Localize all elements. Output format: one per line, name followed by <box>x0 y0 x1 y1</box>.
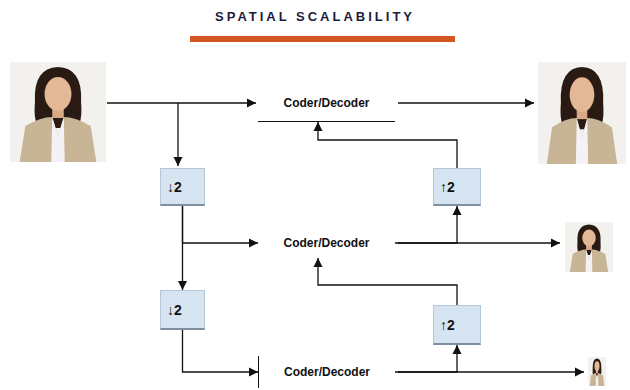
output-picture-quarter <box>588 357 606 386</box>
signal-connector <box>318 122 457 168</box>
scale-factor: ↓2 <box>167 302 182 318</box>
resample-box: ↑2 <box>433 305 481 345</box>
input-picture <box>10 62 106 162</box>
diagram-title: SPATIAL SCALABILITY <box>0 9 630 24</box>
resample-box: ↑2 <box>433 168 481 206</box>
output-picture-full <box>538 62 626 164</box>
output-picture-half <box>565 222 613 272</box>
scale-factor: ↓2 <box>167 179 182 195</box>
signal-connector <box>318 258 457 305</box>
scale-factor: ↑2 <box>440 179 455 195</box>
title-underline-bar <box>190 36 455 42</box>
signal-connector <box>183 330 259 372</box>
input-wire <box>107 102 256 103</box>
block-label: Coder/Decoder <box>283 236 369 250</box>
signal-connector <box>395 206 457 243</box>
codec-block: Coder/Decoder <box>258 228 395 258</box>
output-wire <box>398 102 534 103</box>
block-label: Coder/Decoder <box>283 96 369 110</box>
signal-connector <box>395 345 457 372</box>
scale-factor: ↑2 <box>440 317 455 333</box>
codec-block: Coder/Decoder <box>258 356 395 388</box>
block-label: Coder/Decoder <box>284 365 370 379</box>
resample-box: ↓2 <box>160 290 205 330</box>
signal-wires <box>107 103 584 372</box>
branch-wire <box>177 103 178 166</box>
codec-block: Coder/Decoder <box>258 84 395 122</box>
resample-box: ↓2 <box>160 168 205 206</box>
signal-connector <box>182 206 183 290</box>
signal-connector <box>183 206 259 243</box>
